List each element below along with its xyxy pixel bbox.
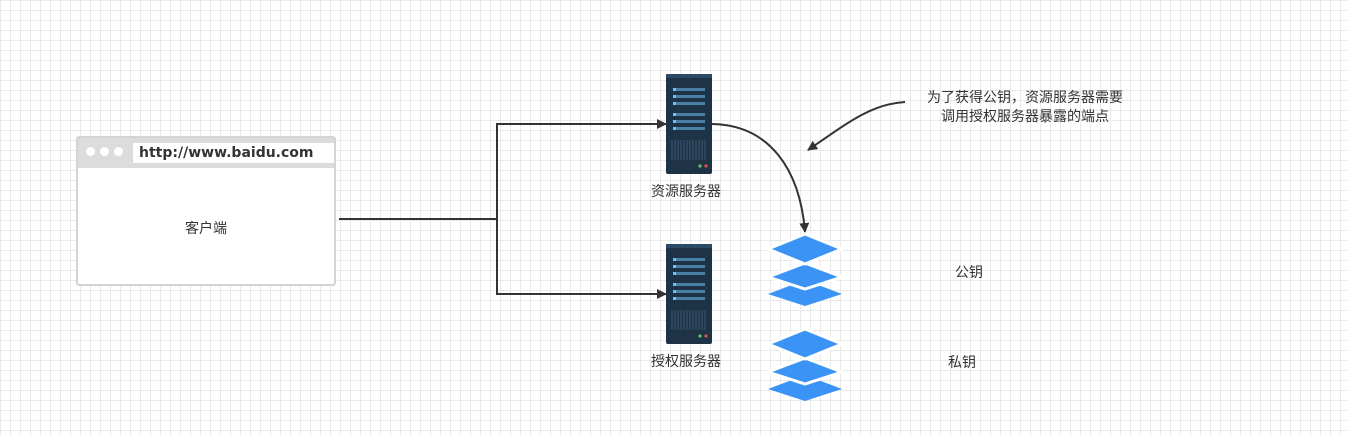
resource-server-icon xyxy=(666,74,712,174)
public-key-layers-icon xyxy=(763,232,847,306)
browser-toolbar: http://www.baidu.com xyxy=(78,138,334,168)
client-browser-window: http://www.baidu.com 客户端 xyxy=(76,136,336,286)
window-dot-icon xyxy=(86,147,95,156)
connector-resource-to-public-key xyxy=(711,123,810,233)
private-key-label: 私钥 xyxy=(948,354,976,370)
resource-server-label: 资源服务器 xyxy=(651,183,721,199)
window-dot-icon xyxy=(114,147,123,156)
window-dot-icon xyxy=(100,147,109,156)
connector-client-to-auth xyxy=(496,219,667,299)
client-label: 客户端 xyxy=(185,220,227,236)
browser-url: http://www.baidu.com xyxy=(133,143,334,163)
annotation-line-2: 调用授权服务器暴露的端点 xyxy=(941,108,1109,124)
annotation-arrow xyxy=(807,101,906,151)
connector-client-to-resource xyxy=(339,119,667,220)
annotation-line-1: 为了获得公钥，资源服务器需要 xyxy=(927,89,1123,105)
public-key-label: 公钥 xyxy=(955,264,983,280)
auth-server-label: 授权服务器 xyxy=(651,353,721,369)
auth-server-icon xyxy=(666,244,712,344)
private-key-layers-icon xyxy=(763,327,847,401)
